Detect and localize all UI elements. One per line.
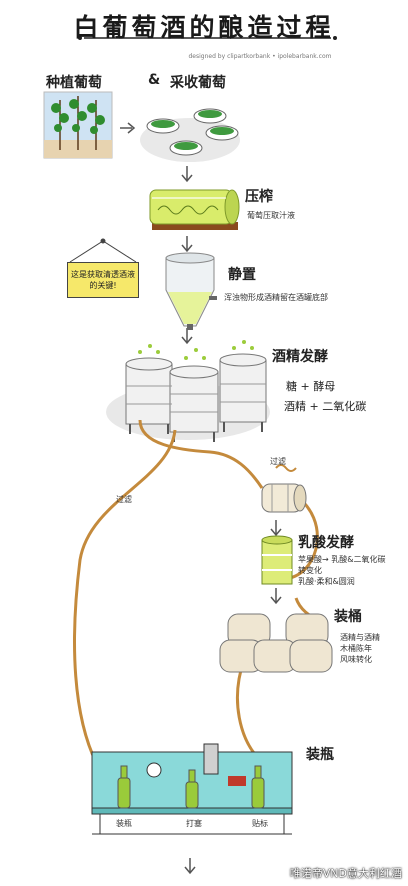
title-decoration <box>78 36 337 40</box>
label-lactic-fermentation: 乳酸发酵 <box>298 535 354 551</box>
label-press-sub: 葡萄压取汁液 <box>247 211 295 220</box>
label-alcohol-fermentation: 酒精发酵 <box>272 349 328 365</box>
lactic-fermentation-tank <box>261 535 293 585</box>
label-settle-sub: 浑浊物形成酒精留在酒罐底部 <box>224 293 328 302</box>
label-amp: & <box>148 72 161 88</box>
label-lactic-sub-1: 苹果酸→ 乳酸&二氧化碳 <box>298 555 386 564</box>
note-board: 这是获取清透酒液的关键! <box>67 262 139 298</box>
label-lactic-sub-3: 乳酸·柔和&圆润 <box>298 577 355 586</box>
label-equation-1: 糖 + 酵母 <box>286 380 336 393</box>
aging-barrels <box>219 613 333 673</box>
transfer-pipes <box>73 419 319 774</box>
bottling-line <box>91 743 293 835</box>
label-barrel-sub-3: 风味转化 <box>340 655 372 664</box>
credit-line: designed by clipartkorbank • ipolebarban… <box>188 53 332 60</box>
settling-tank <box>165 252 217 330</box>
label-barrel-sub-2: 木桶陈年 <box>340 644 372 653</box>
label-filter-1: 过滤 <box>270 457 286 466</box>
harvest-baskets <box>140 108 240 162</box>
page-title: 白葡萄酒的酿造过程 <box>73 13 335 42</box>
label-equation-2: 酒精 + 二氧化碳 <box>284 400 367 413</box>
label-bottling-label: 贴标 <box>252 819 268 828</box>
label-bottling: 装瓶 <box>306 747 334 763</box>
label-press: 压榨 <box>245 189 273 205</box>
label-plant: 种植葡萄 <box>46 75 102 91</box>
label-bottling-fill: 装瓶 <box>116 819 132 828</box>
filter-barrel <box>261 464 307 513</box>
label-barrel-sub-1: 酒精与酒精 <box>340 633 380 642</box>
label-harvest: 采收葡萄 <box>170 75 226 91</box>
label-bottling-cork: 打塞 <box>186 819 202 828</box>
label-filter-2: 过滤 <box>116 495 132 504</box>
label-settle: 静置 <box>228 267 256 283</box>
vineyard-picture <box>43 91 113 159</box>
press-machine <box>149 189 240 230</box>
label-barrel: 装桶 <box>334 609 362 625</box>
arrow-down-icon <box>181 166 282 875</box>
fermentation-tanks <box>106 340 270 442</box>
arrow-right-icon <box>120 122 136 134</box>
label-lactic-sub-2: 转变化 <box>298 566 322 575</box>
watermark: 唯诺帝VND意大利红酒 <box>289 867 402 880</box>
note-board-frame <box>69 238 137 263</box>
